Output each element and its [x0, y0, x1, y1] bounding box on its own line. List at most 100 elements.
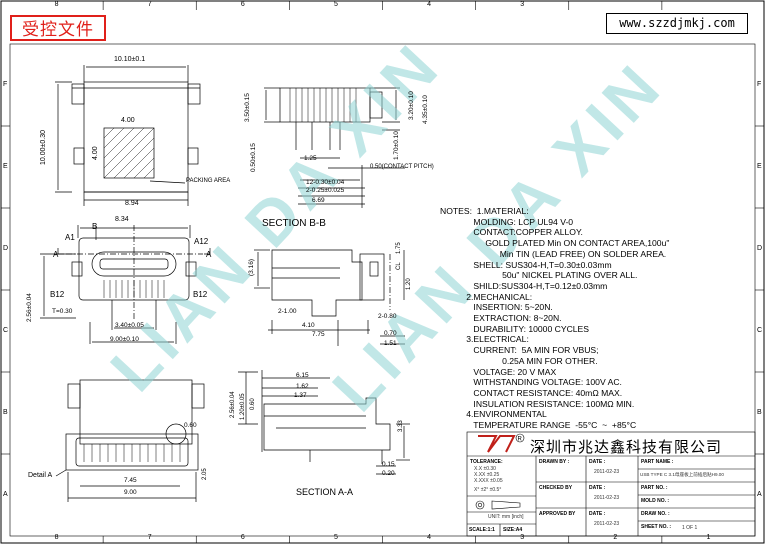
- note-line: VOLTAGE: 20 V MAX: [440, 366, 557, 377]
- zone-row-label: B: [3, 409, 8, 416]
- top-view-tab-left: [71, 83, 85, 105]
- drawn-by-label: DRAWN BY :: [539, 459, 570, 465]
- dim-0-50: 0.50±0.15: [250, 143, 257, 172]
- section-b-title: SECTION B-B: [262, 218, 326, 229]
- website-link[interactable]: www.szzdjmkj.com: [606, 13, 748, 34]
- zone-row-label: E: [757, 163, 762, 170]
- bottom-view-contacts: [83, 444, 181, 462]
- dim-7-45: 7.45: [124, 477, 137, 484]
- dim-pack-width: 4.00: [121, 117, 135, 124]
- date-label-3: DATE :: [589, 511, 606, 517]
- dim-1-25: 1.25: [304, 155, 317, 162]
- label-b12-left: B12: [50, 290, 65, 299]
- dim-6-69: 6.69: [312, 197, 325, 204]
- front-view: [40, 225, 203, 344]
- scale-label: SCALE:1:1: [469, 527, 495, 533]
- dim-thickness: T=0.30: [52, 308, 73, 315]
- zone-column-label: 3: [520, 1, 525, 8]
- dim-3-33: 3.33: [398, 420, 404, 432]
- section-b-shell: [359, 253, 385, 301]
- dim-1-70: 1.70±0.10: [393, 131, 400, 160]
- note-line: DURABILITY: 10000 CYCLES: [440, 323, 590, 334]
- part-no-label: PART NO. :: [641, 485, 668, 491]
- dim-1-20-section-a: 1.20±0.05: [240, 393, 246, 420]
- dim-0-60-section-a: 0.60: [250, 398, 256, 410]
- company-logo: R: [478, 433, 525, 453]
- draw-no-label: DRAW NO. :: [641, 511, 670, 517]
- label-section-a-left: A: [53, 250, 59, 259]
- dim-top-width: 10.10±0.1: [114, 56, 146, 63]
- svg-text:R: R: [518, 437, 523, 443]
- zone-column-label: 5: [333, 1, 338, 8]
- label-section-b: B: [92, 222, 98, 231]
- dim-pack-height: 4.00: [92, 146, 99, 160]
- zone-column-label: 2: [613, 534, 618, 541]
- zone-column-label: 5: [333, 534, 338, 541]
- dim-0-70: 0.70: [384, 330, 397, 337]
- dim-4-10: 4.10: [302, 322, 315, 329]
- top-view: [55, 65, 201, 206]
- dim-top-height: 10.00±0.30: [40, 130, 47, 165]
- bottom-view-plug: [75, 437, 189, 467]
- side-view: [264, 87, 405, 208]
- zone-column-label: 4: [427, 534, 431, 541]
- checked-by-label: CHECKED BY: [539, 485, 573, 491]
- zone-row-label: A: [757, 491, 762, 498]
- side-view-shell: [369, 91, 383, 119]
- unit-label: UNIT: mm [inch]: [488, 514, 524, 520]
- zone-row-label: B: [757, 409, 762, 416]
- label-a12: A12: [194, 237, 209, 246]
- label-packing-area: PACKING AREA: [186, 178, 231, 184]
- size-label: SIZE:A4: [503, 527, 523, 533]
- part-name-label: PART NAME :: [641, 459, 674, 465]
- company-name: 深圳市兆达鑫科技有限公司: [530, 439, 723, 456]
- label-b12-right: B12: [193, 290, 208, 299]
- note-line: SHILD:SUS304-H,T=0.12±0.03mm: [440, 280, 608, 291]
- tolerance-xxx: X.XXX ±0.05: [474, 478, 503, 484]
- dim-7-75: 7.75: [312, 331, 325, 338]
- zone-column-label: 6: [240, 534, 245, 541]
- tolerance-xx: X.XX ±0.25: [474, 472, 500, 478]
- top-view-side-pin-left: [73, 147, 85, 165]
- tolerance-label: TOLERANCE:: [470, 459, 503, 465]
- label-section-a-right: A: [206, 250, 212, 259]
- approved-by-label: APPROVED BY: [539, 511, 576, 517]
- dim-2-1-00: 2-1.00: [278, 308, 297, 315]
- dim-0-20: 0.20: [382, 470, 395, 477]
- top-view-body: [83, 81, 189, 193]
- note-line: INSULATION RESISTANCE: 100MΩ MIN.: [440, 398, 635, 409]
- dim-8-34: 8.34: [115, 216, 129, 223]
- zone-rows: [1, 125, 764, 455]
- section-a-a: [238, 370, 410, 475]
- bottom-view-tab-left: [67, 383, 81, 409]
- dim-9-00-front: 9.00±0.10: [110, 336, 139, 343]
- label-a1: A1: [65, 233, 75, 242]
- dim-3-20: 3.20±0.10: [408, 91, 415, 120]
- label-contact-pitch: 0.50(CONTACT PITCH): [370, 164, 434, 170]
- packing-area-hatch: [103, 127, 155, 179]
- tolerance-angle: X° ±2° ±0.5°: [474, 487, 502, 493]
- zone-row-label: E: [3, 163, 8, 170]
- dim-4-35: 4.35±0.10: [422, 95, 429, 124]
- label-cl: CL: [396, 262, 402, 270]
- side-view-pins: [289, 88, 357, 122]
- zone-column-label: 3: [520, 534, 525, 541]
- note-line: NOTES: 1.MATERIAL:: [440, 206, 529, 216]
- front-view-contacts: [103, 280, 165, 298]
- mold-no-label: MOLD NO. :: [641, 498, 670, 504]
- date-value-3: 2011-02-23: [594, 521, 620, 527]
- top-view-side-pin-right: [187, 147, 199, 165]
- note-line: CURRENT: 5A MIN FOR VBUS;: [440, 345, 599, 356]
- note-line: 3.ELECTRICAL:: [440, 334, 529, 345]
- part-name-value: USB TYPE C 3.1母座板上前插后贴H9.00: [640, 472, 724, 477]
- title-block: [466, 431, 756, 537]
- bottom-view-upper: [79, 379, 193, 445]
- dim-3-40: 3.40±0.05: [115, 322, 144, 329]
- bottom-view-lower: [65, 433, 199, 471]
- dim-2-56-front: 2.56±0.04: [26, 293, 33, 322]
- label-detail-a: Detail A: [28, 472, 53, 479]
- zone-column-label: 4: [427, 1, 431, 8]
- dim-3-50: 3.50±0.15: [244, 93, 251, 122]
